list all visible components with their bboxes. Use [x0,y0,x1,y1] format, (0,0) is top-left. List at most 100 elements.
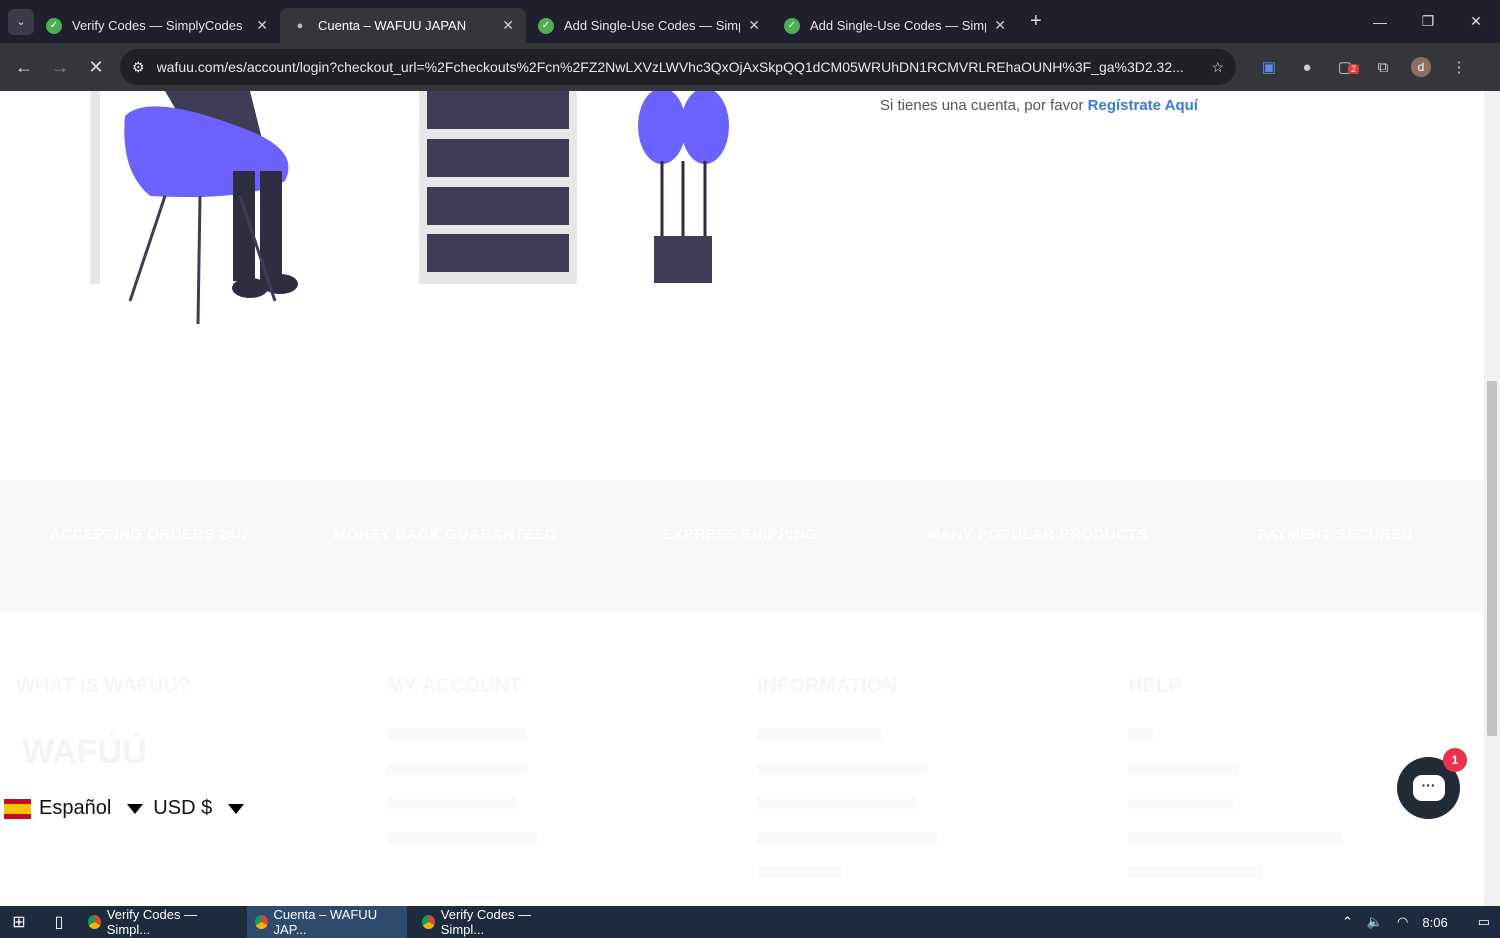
footer-link[interactable] [757,797,917,809]
chrome-icon [422,915,435,929]
taskbar-label: Cuenta – WAFUU JAP... [273,907,378,937]
feature-shipping: EXPRESS SHIPPING [640,526,840,543]
tab-search-button[interactable]: ⌄ [8,8,34,35]
footer-link[interactable] [1128,832,1343,844]
feature-payment: PAYMENT SECURED [1235,526,1435,543]
menu-kebab-icon[interactable]: ⋮ [1451,59,1467,76]
windows-taskbar: ⊞ ▯ Verify Codes — Simpl... Cuenta – WAF… [0,906,1500,938]
close-tab-icon[interactable]: ✕ [994,17,1006,33]
office-illustration [90,91,729,325]
minimize-button[interactable]: — [1373,13,1387,30]
scrollbar-thumb[interactable] [1487,381,1497,736]
signup-text: Si tienes una cuenta, por favor [880,97,1084,114]
footer-logo: WAFÚÚ [22,733,147,771]
footer-link[interactable] [1128,797,1233,809]
extension-icon[interactable]: ● [1302,58,1312,76]
new-tab-button[interactable]: + [1030,10,1042,32]
spain-flag-icon [4,798,31,819]
taskbar-item-verify-2[interactable]: Verify Codes — Simpl... [414,906,574,938]
tab-title: Add Single-Use Codes — SimplyCodes [810,18,986,33]
language-select[interactable]: Español [39,797,112,819]
footer-link[interactable] [387,728,527,740]
url-text[interactable]: wafuu.com/es/account/login?checkout_url=… [156,59,1184,75]
tray-chevron-icon[interactable]: ⌃ [1341,914,1353,929]
taskbar-item-cuenta[interactable]: Cuenta – WAFUU JAP... [247,906,407,938]
feature-title: MANY POPULAR PRODUCTS [927,526,1148,543]
tab-add-codes-2[interactable]: ✓ Add Single-Use Codes — SimplyCodes ✕ [772,8,1018,43]
notifications-icon[interactable]: ▭ [1477,914,1490,929]
feature-orders: ACCEPTING ORDERS 24/7 [40,526,260,543]
currency-select[interactable]: USD $ [153,797,213,819]
address-bar[interactable]: ⚙ wafuu.com/es/account/login?checkout_ur… [120,49,1236,85]
tab-title: Add Single-Use Codes — SimplyCodes [564,18,740,33]
avatar-initial: d [1411,57,1431,77]
feature-title: MONEY BACK GUARANTEED [333,526,557,543]
footer-link[interactable] [757,832,937,844]
feature-products: MANY POPULAR PRODUCTS [910,526,1165,543]
browser-toolbar: ← → ✕ ⚙ wafuu.com/es/account/login?check… [0,43,1500,91]
taskbar-label: Verify Codes — Simpl... [106,907,198,937]
taskbar-label: Verify Codes — Simpl... [440,907,532,937]
footer-link[interactable] [757,728,882,740]
chevron-down-icon[interactable] [127,803,144,814]
tab-title: Verify Codes — SimplyCodes [72,18,243,33]
footer-heading-information: INFORMATION [757,675,897,697]
simplycodes-icon: ✓ [538,17,554,34]
back-button[interactable]: ← [15,56,33,77]
footer-link[interactable] [387,797,517,809]
footer-heading-help: HELP [1128,675,1182,697]
footer-link[interactable] [1128,728,1153,740]
page-content: Si tienes una cuenta, por favor Regístra… [0,91,1484,906]
footer-heading-account: MY ACCOUNT [387,675,522,697]
register-link[interactable]: Regístrate Aquí [1087,97,1198,114]
feature-title: PAYMENT SECURED [1257,526,1413,543]
wifi-icon[interactable]: ◠ [1397,914,1409,929]
features-band: ACCEPTING ORDERS 24/7 MONEY BACK GUARANT… [0,480,1484,611]
page-scrollbar[interactable] [1484,91,1500,906]
footer-link[interactable] [1128,763,1238,775]
restore-button[interactable]: ❐ [1421,13,1435,29]
tab-add-codes-1[interactable]: ✓ Add Single-Use Codes — SimplyCodes ✕ [526,8,772,43]
feature-title: EXPRESS SHIPPING [662,526,818,543]
close-tab-icon[interactable]: ✕ [256,17,268,33]
footer-link[interactable] [757,763,927,775]
chrome-icon [255,915,268,929]
stop-button[interactable]: ✕ [88,56,104,77]
feature-money-back: MONEY BACK GUARANTEED [320,526,570,543]
translate-icon[interactable]: ▣ [1261,59,1277,76]
profile-avatar[interactable]: d [1402,57,1440,77]
footer-link[interactable] [387,763,527,775]
loading-icon: ● [296,19,304,32]
simplycodes-icon: ✓ [784,17,800,34]
close-tab-icon[interactable]: ✕ [502,17,514,33]
chat-bubble-icon: ··· [1412,775,1445,801]
taskbar-item-verify-1[interactable]: Verify Codes — Simpl... [80,906,240,938]
volume-icon[interactable]: 🔈 [1366,914,1384,929]
site-info-icon[interactable]: ⚙ [132,58,145,75]
extensions-puzzle-icon[interactable]: ⧉ [1377,58,1389,76]
bookmark-star-icon[interactable]: ☆ [1211,58,1224,75]
feature-title: ACCEPTING ORDERS 24/7 [49,526,251,543]
clock[interactable]: 8:06 [1422,914,1448,930]
forward-button[interactable]: → [51,56,69,77]
system-tray: ⌃ 🔈 ◠ 8:06 ▭ [1342,914,1490,930]
footer-link[interactable] [1128,866,1263,878]
close-window-button[interactable]: ✕ [1470,13,1482,29]
start-button[interactable]: ⊞ [12,914,26,931]
chevron-down-icon[interactable] [228,803,245,814]
simplycodes-extension-icon[interactable]: ▢2 [1326,58,1364,76]
close-tab-icon[interactable]: ✕ [748,17,760,33]
signup-prompt: Si tienes una cuenta, por favor Regístra… [880,97,1198,114]
footer-heading-what-is: WHAT IS WAFUU? [16,675,191,697]
tab-cuenta-wafuu[interactable]: ● Cuenta – WAFUU JAPAN ✕ [280,8,526,43]
locale-selector: Español USD $ [4,797,254,820]
file-explorer-icon[interactable]: ▯ [54,914,64,931]
chat-notification-badge: 1 [1443,748,1467,772]
chrome-icon [88,915,101,929]
tab-title: Cuenta – WAFUU JAPAN [318,18,467,33]
footer-link[interactable] [387,832,537,844]
tab-verify-codes[interactable]: ✓ Verify Codes — SimplyCodes ✕ [34,8,280,43]
simplycodes-icon: ✓ [46,17,62,34]
footer-link[interactable] [757,866,842,878]
extension-badge: 2 [1348,64,1360,74]
